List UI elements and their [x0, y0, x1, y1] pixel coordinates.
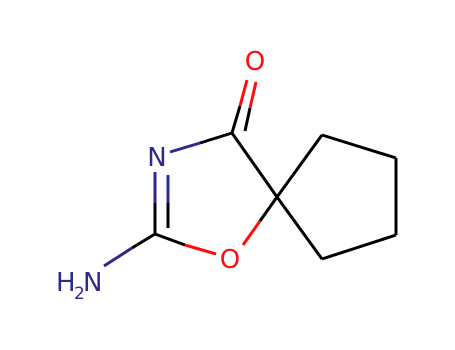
bond-layer [103, 79, 398, 268]
bond-carbonyl-c-to-n [169, 131, 233, 154]
atom-label-amino-h: H [56, 268, 76, 298]
bond-carbonyl-strand-a-oxygen [238, 79, 249, 107]
atom-label-amino-n: N [83, 268, 102, 298]
bond-c6-to-c7 [321, 133, 397, 160]
bond-c2-to-ring-o [154, 232, 217, 256]
atom-label-ring-oxygen: O [220, 245, 240, 275]
bond-spiro-to-c6 [275, 134, 324, 198]
bond-cn-nitrogen-half [169, 141, 201, 154]
atom-label-amino-subscript: 2 [74, 284, 85, 304]
bond-n-c-double [153, 172, 170, 234]
bond-c8-to-c9 [321, 233, 397, 261]
atom-label-ring-nitrogen: N [147, 143, 166, 173]
bond-c2nh2-nitrogen-half [103, 246, 133, 268]
atom-label-layer: O N O H 2 N [56, 47, 265, 304]
bond-cn-carbon-half [199, 131, 233, 145]
bond-osp-carbon-half [258, 196, 279, 222]
bond-carbonyl-double [230, 79, 258, 134]
bond-carbonyl-c-to-spiro-c [230, 132, 279, 198]
atom-label-amino-group: H 2 N [56, 268, 102, 304]
bond-carbonyl-strand-b-carbon [243, 107, 252, 132]
bond-c9-to-spiro [275, 196, 324, 260]
bond-c2-to-nh2 [103, 232, 156, 268]
cyclopentane-ring [275, 133, 398, 261]
bond-c2o-oxygen-half [184, 243, 217, 256]
bond-osp-oxygen-half [241, 220, 262, 246]
bond-c2nh2-carbon-half [131, 232, 156, 250]
atom-label-carbonyl-oxygen: O [245, 47, 265, 77]
bond-carbonyl-strand-b-oxygen [248, 81, 258, 109]
bond-carbonyl-strand-a-carbon [230, 105, 242, 134]
bond-ring-o-to-spiro-c [241, 196, 279, 246]
bond-c2o-carbon-half [154, 232, 186, 247]
